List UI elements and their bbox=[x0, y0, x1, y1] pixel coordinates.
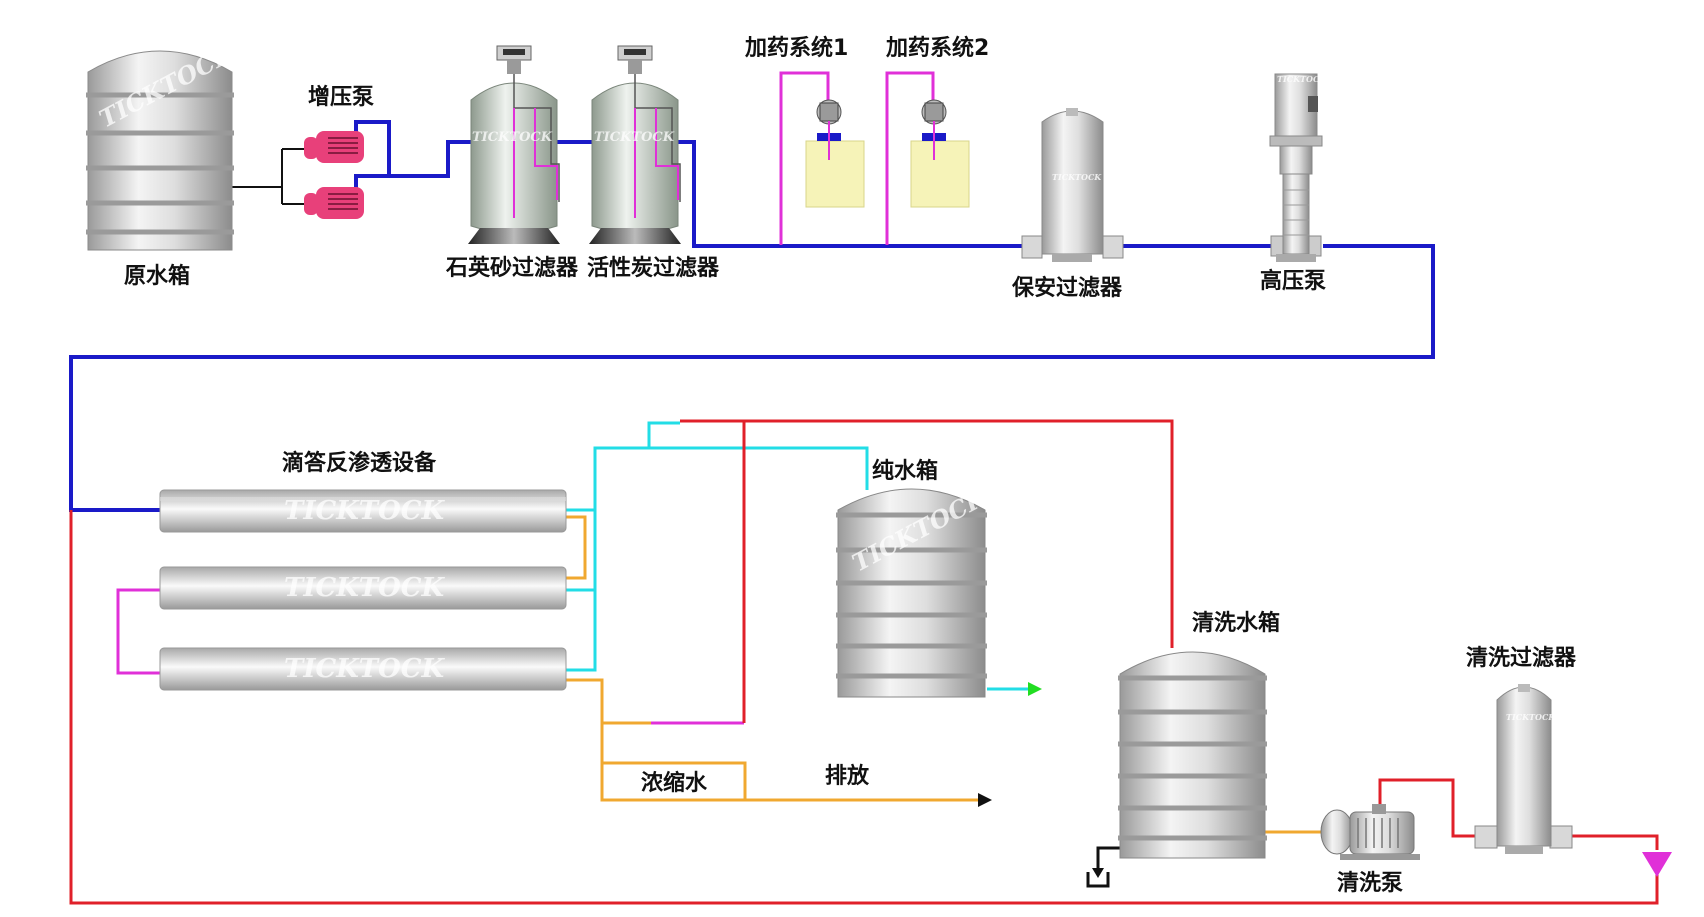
dosing-system-2 bbox=[910, 99, 970, 208]
high-pressure-pump: TICKTOCK bbox=[1269, 73, 1327, 262]
concentrate-label: 浓缩水 bbox=[641, 770, 708, 796]
cleaning-pump-label: 清洗泵 bbox=[1337, 870, 1403, 896]
booster-pump-label: 增压泵 bbox=[308, 84, 374, 110]
feed-line bbox=[69, 120, 1435, 512]
high-pressure-pump-label: 高压泵 bbox=[1260, 268, 1326, 294]
drain-arrow bbox=[1092, 868, 1104, 878]
watermark-text: TICKTOCK bbox=[1277, 74, 1327, 84]
pure-water-tank-label: 纯水箱 bbox=[872, 458, 938, 484]
watermark-text: TICKTOCK bbox=[284, 654, 445, 684]
watermark-text: TICKTOCK bbox=[472, 130, 553, 145]
activated-carbon-filter-label: 活性炭过滤器 bbox=[587, 255, 720, 281]
watermark-text: TICKTOCK bbox=[284, 573, 445, 603]
dosing-system-2-label: 加药系统2 bbox=[885, 35, 989, 61]
discharge-arrow bbox=[978, 793, 992, 807]
quartz-sand-filter: TICKTOCK bbox=[468, 45, 560, 244]
ro-equipment-label: 滴答反渗透设备 bbox=[282, 450, 437, 476]
watermark-text: TICKTOCK bbox=[284, 496, 445, 526]
pure-water-outlet-arrow bbox=[1028, 682, 1042, 696]
dosing-system-1-label: 加药系统1 bbox=[744, 35, 848, 61]
cleaning-tank-drain bbox=[1086, 846, 1120, 888]
cleaning-loop bbox=[69, 419, 1659, 905]
security-filter: TICKTOCK bbox=[1021, 108, 1124, 262]
raw-water-tank: TICKTOCK bbox=[86, 38, 239, 251]
dosing-system-1 bbox=[805, 99, 865, 208]
cleaning-return-arrow bbox=[1642, 852, 1672, 877]
activated-carbon-filter: TICKTOCK bbox=[589, 45, 681, 244]
dosing-lines bbox=[116, 71, 935, 725]
watermark-text: TICKTOCK bbox=[1506, 712, 1556, 722]
concentrate-lines bbox=[566, 515, 1326, 834]
security-filter-label: 保安过滤器 bbox=[1011, 275, 1123, 301]
cleaning-water-tank-label: 清洗水箱 bbox=[1192, 610, 1280, 636]
ro-membrane-3: TICKTOCK bbox=[159, 647, 567, 691]
cleaning-filter: TICKTOCK bbox=[1474, 684, 1573, 854]
raw-to-pump-pipes bbox=[231, 148, 306, 205]
pure-water-tank: TICKTOCK bbox=[836, 482, 992, 698]
cleaning-filter-label: 清洗过滤器 bbox=[1466, 645, 1577, 671]
cleaning-water-tank bbox=[1118, 651, 1267, 859]
booster-pump-2 bbox=[304, 187, 364, 219]
watermark-text: TICKTOCK bbox=[594, 130, 675, 145]
quartz-sand-filter-label: 石英砂过滤器 bbox=[445, 255, 579, 281]
ro-membrane-2: TICKTOCK bbox=[159, 566, 567, 610]
cleaning-pump bbox=[1320, 804, 1420, 860]
discharge-label: 排放 bbox=[825, 763, 870, 789]
ro-membrane-1: TICKTOCK bbox=[159, 489, 567, 533]
raw-water-tank-label: 原水箱 bbox=[124, 263, 190, 289]
permeate-lines bbox=[566, 421, 1030, 691]
booster-pump-1 bbox=[304, 131, 364, 163]
watermark-text: TICKTOCK bbox=[1052, 172, 1102, 182]
